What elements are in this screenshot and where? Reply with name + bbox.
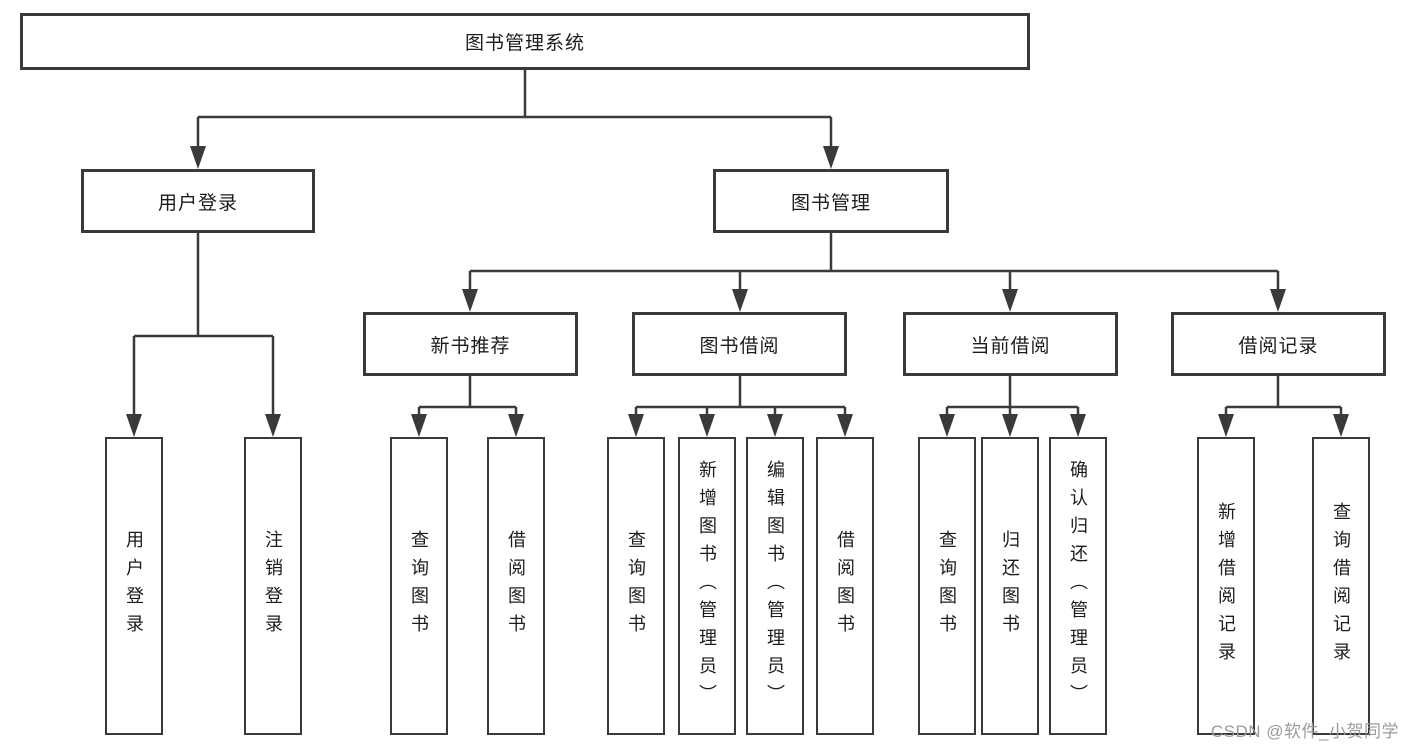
node-label: 借阅图书 — [835, 530, 855, 642]
node-label: 借阅记录 — [1238, 335, 1319, 357]
leaf-query-borrow-record: 查询借阅记录 — [1312, 437, 1370, 735]
arrow-down-icon — [767, 414, 783, 437]
leaf-confirm-return-admin: 确认归还（管理员） — [1049, 437, 1107, 735]
node-label: 查询图书 — [626, 530, 646, 642]
arrow-down-icon — [699, 414, 715, 437]
node-book-borrow: 图书借阅 — [632, 312, 847, 376]
arrow-down-icon — [190, 146, 206, 169]
node-label: 图书管理 — [790, 192, 871, 214]
arrow-down-icon — [628, 414, 644, 437]
leaf-add-borrow-record: 新增借阅记录 — [1197, 437, 1255, 735]
node-label: 用户登录 — [157, 192, 238, 214]
node-label: 当前借阅 — [970, 335, 1051, 357]
node-label: 查询借阅记录 — [1331, 502, 1351, 670]
node-label: 注销登录 — [263, 530, 283, 642]
leaf-edit-book-admin: 编辑图书（管理员） — [746, 437, 804, 735]
arrow-down-icon — [508, 414, 524, 437]
arrow-down-icon — [1002, 289, 1018, 312]
node-label: 编辑图书（管理员） — [765, 460, 785, 712]
arrow-down-icon — [823, 146, 839, 169]
leaf-user-login: 用户登录 — [105, 437, 163, 735]
node-label: 归还图书 — [1000, 530, 1020, 642]
node-label: 新增借阅记录 — [1216, 502, 1236, 670]
arrow-down-icon — [411, 414, 427, 437]
node-label: 图书借阅 — [699, 335, 780, 357]
node-label: 借阅图书 — [506, 530, 526, 642]
arrow-down-icon — [462, 289, 478, 312]
leaf-add-book-admin: 新增图书（管理员） — [678, 437, 736, 735]
node-library-management-system: 图书管理系统 — [20, 13, 1030, 70]
arrow-down-icon — [1333, 414, 1349, 437]
node-user-login: 用户登录 — [81, 169, 315, 233]
leaf-borrow-books: 借阅图书 — [816, 437, 874, 735]
node-book-management: 图书管理 — [713, 169, 949, 233]
leaf-return-books: 归还图书 — [981, 437, 1039, 735]
arrow-down-icon — [1070, 414, 1086, 437]
arrow-down-icon — [265, 414, 281, 437]
node-borrow-records: 借阅记录 — [1171, 312, 1386, 376]
node-new-book-recommend: 新书推荐 — [363, 312, 578, 376]
node-label: 查询图书 — [937, 530, 957, 642]
leaf-query-books-recommend: 查询图书 — [390, 437, 448, 735]
node-label: 新增图书（管理员） — [697, 460, 717, 712]
arrow-down-icon — [1270, 289, 1286, 312]
arrow-down-icon — [1218, 414, 1234, 437]
arrow-down-icon — [126, 414, 142, 437]
leaf-borrow-books-recommend: 借阅图书 — [487, 437, 545, 735]
leaf-query-books-borrow: 查询图书 — [607, 437, 665, 735]
leaf-query-books-current: 查询图书 — [918, 437, 976, 735]
node-label: 用户登录 — [124, 530, 144, 642]
node-label: 查询图书 — [409, 530, 429, 642]
arrow-down-icon — [732, 289, 748, 312]
arrow-down-icon — [1002, 414, 1018, 437]
node-label: 图书管理系统 — [464, 33, 585, 54]
leaf-logout: 注销登录 — [244, 437, 302, 735]
node-current-borrow: 当前借阅 — [903, 312, 1118, 376]
watermark: CSDN @软件_小贺同学 — [1210, 722, 1399, 741]
arrow-down-icon — [837, 414, 853, 437]
arrow-down-icon — [939, 414, 955, 437]
node-label: 确认归还（管理员） — [1068, 460, 1088, 712]
node-label: 新书推荐 — [430, 335, 511, 357]
